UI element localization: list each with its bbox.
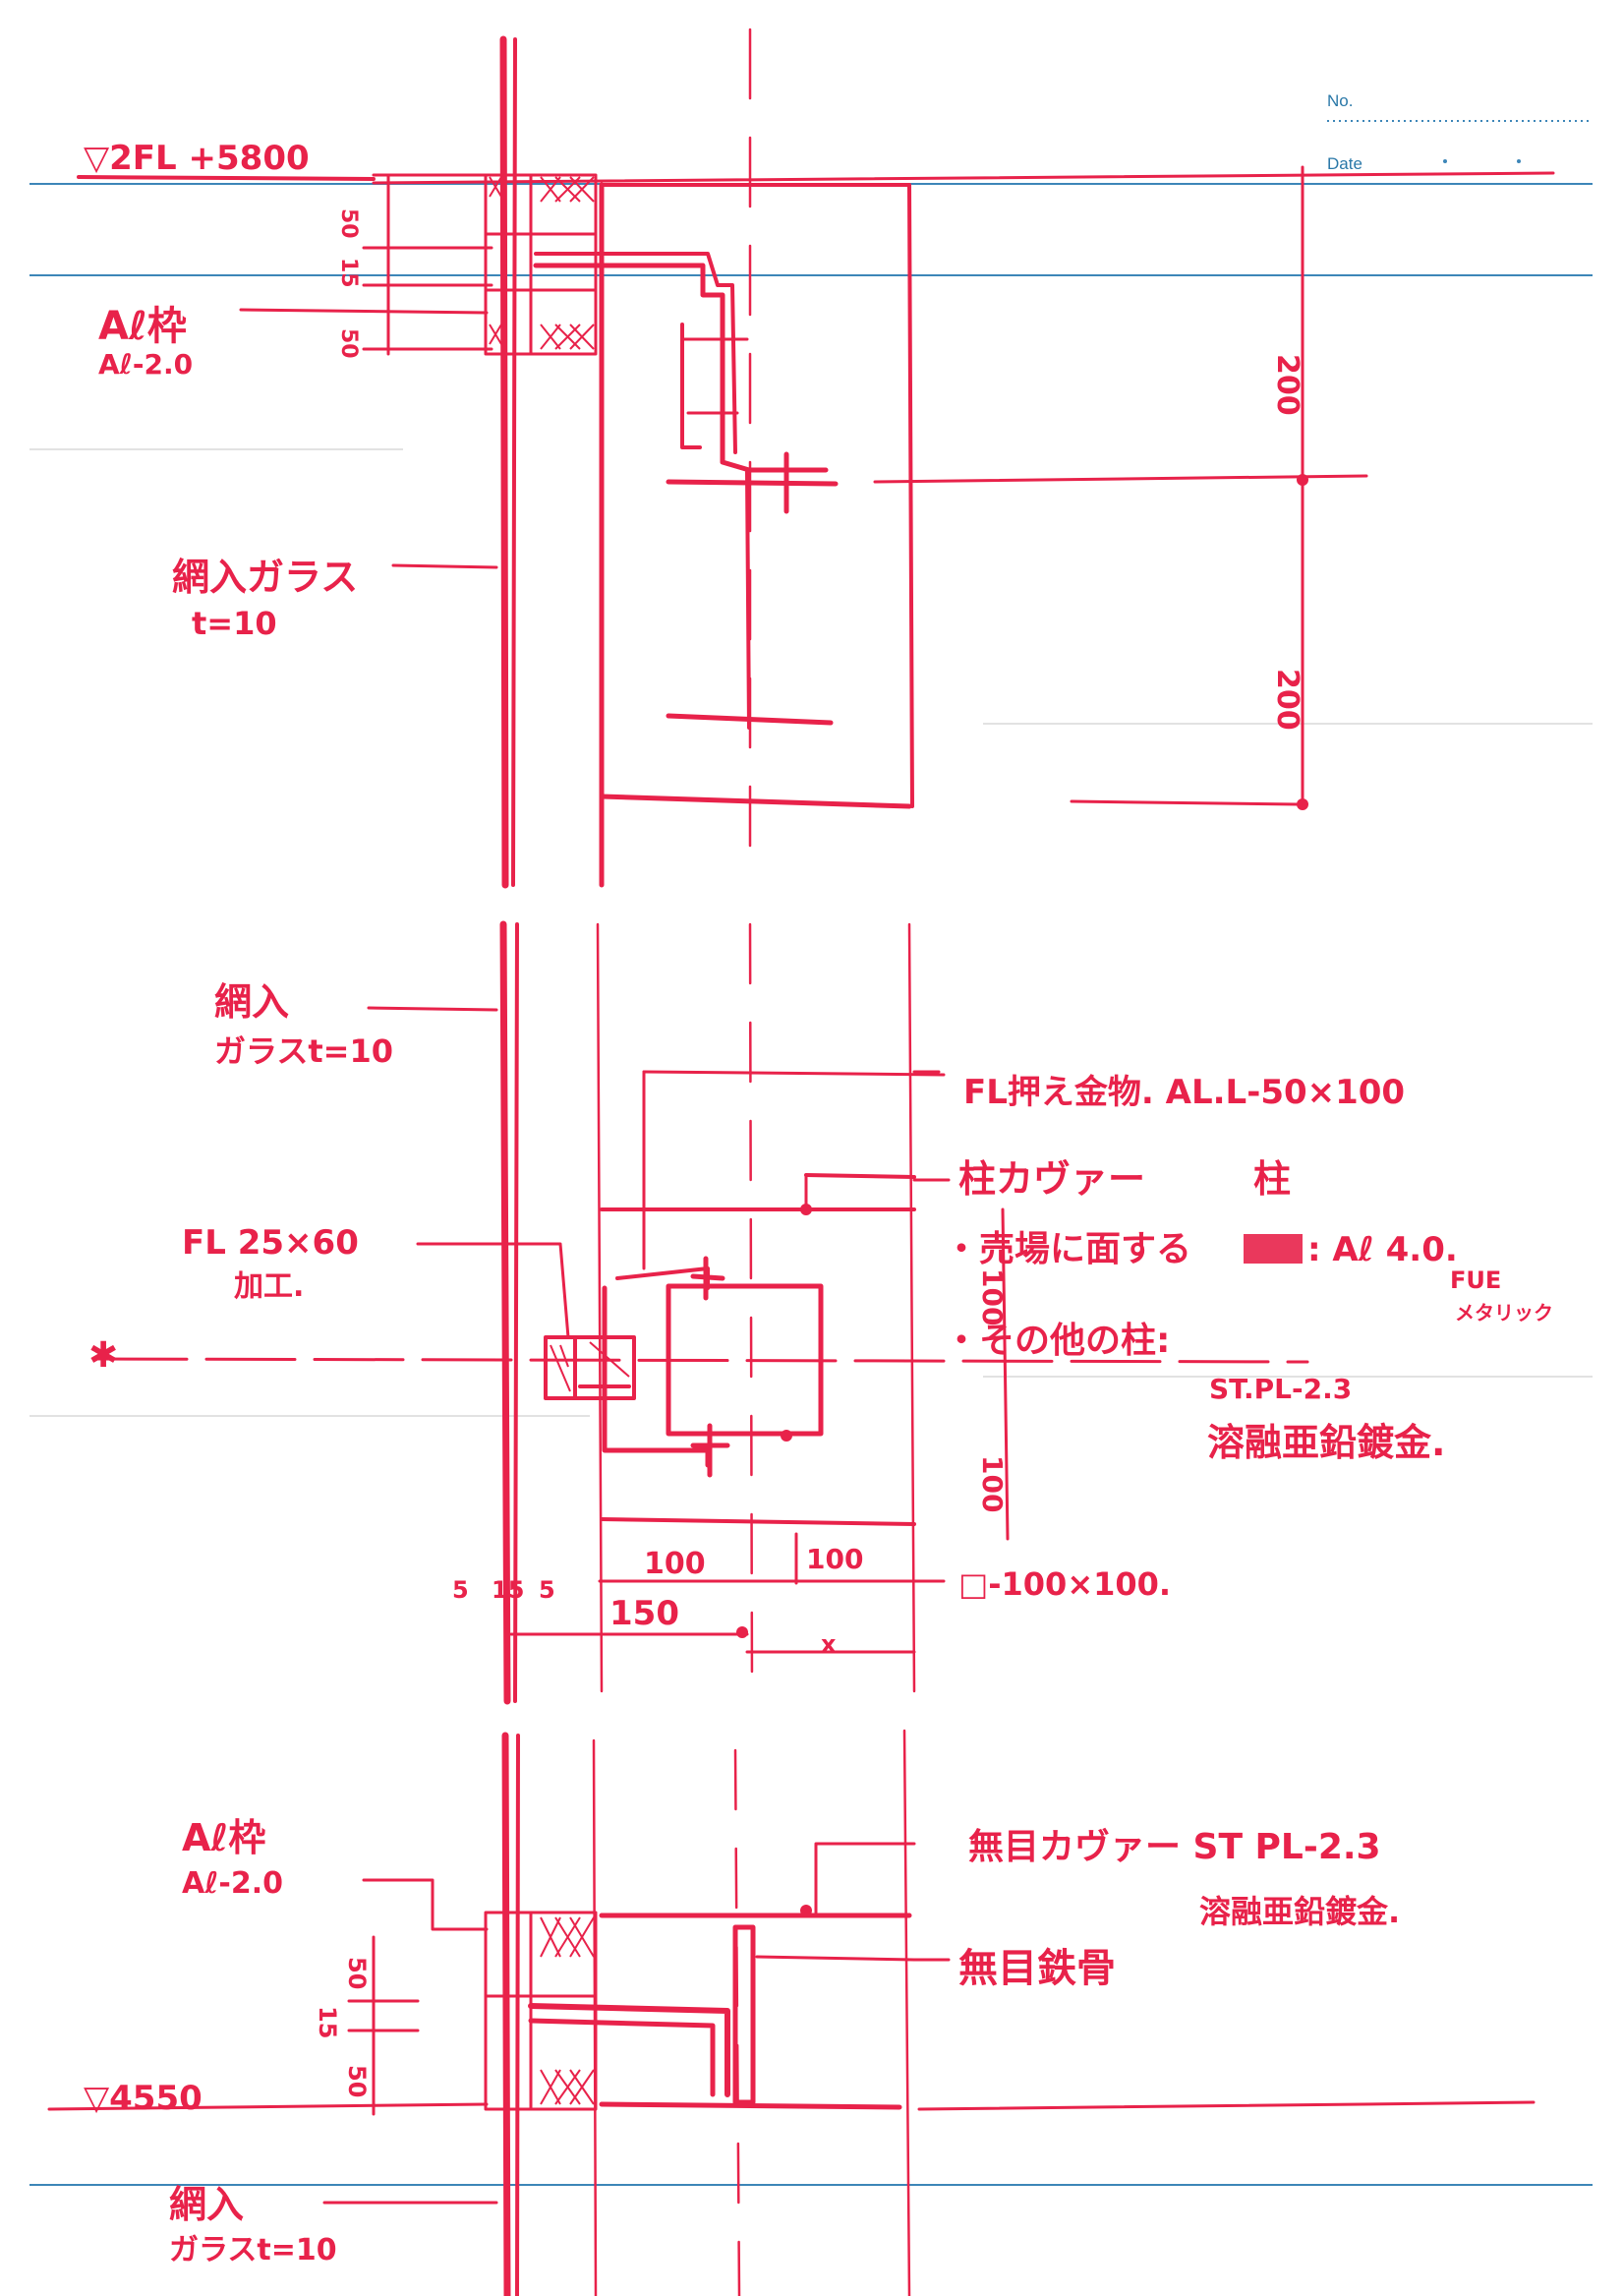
column-cover-label: 柱カヴァー <box>958 1157 1145 1201</box>
st-pl-label: ST.PL-2.3 <box>1209 1373 1352 1405</box>
al-frame-top-sub: Aℓ-2.0 <box>98 348 193 381</box>
wire-glass-2-sub: ガラスt=10 <box>214 1032 393 1070</box>
dim-150: 150 <box>609 1594 679 1633</box>
dimension-chain-middle: 100 100 5 15 5 150 x □-100×100. <box>452 1532 1171 1658</box>
centre-axis <box>592 28 916 2296</box>
dim-top-50a: 50 <box>336 208 361 239</box>
dimension-stack-bottom: 50 15 50 <box>314 1935 420 2116</box>
al-frame-top-label: Aℓ枠 <box>98 304 187 349</box>
dimension-right-top: 200 200 <box>873 165 1368 810</box>
dim-bottom-50a: 50 <box>343 1957 371 1989</box>
labels-bottom-left: Aℓ枠 Aℓ-2.0 網入 ガラスt=10 <box>169 1816 498 2267</box>
top-frame <box>484 173 598 356</box>
column-word-label: 柱 <box>1253 1157 1291 1201</box>
section-line-middle: ✱ <box>88 1335 1309 1376</box>
dim-bottom-15: 15 <box>314 2006 341 2038</box>
fl-plate-sub: 加工. <box>234 1269 304 1304</box>
dim-plate-mid: 15 <box>492 1576 524 1604</box>
column-cover-top <box>533 182 914 888</box>
level-top-label: ▽2FL +5800 <box>84 139 310 178</box>
dimension-right-middle: 100 100 <box>976 1207 1010 1541</box>
dim-column-lower: 100 <box>976 1455 1009 1512</box>
column-note-1-tail: : Aℓ 4.0. <box>1307 1230 1458 1269</box>
dim-bottom-50b: 50 <box>343 2065 371 2097</box>
fl-hardware-label: FL押え金物. AL.L-50×100 <box>963 1073 1405 1112</box>
top-level: ▽2FL +5800 <box>77 139 1555 185</box>
column-note-2: ・その他の柱: <box>944 1321 1170 1361</box>
column-middle <box>544 1070 946 1526</box>
al-frame-bottom-label: Aℓ枠 <box>182 1816 265 1859</box>
sheet-header: No. Date <box>1327 91 1521 173</box>
date-dot <box>1443 159 1447 163</box>
struck-text <box>1244 1234 1303 1264</box>
bottom-frame <box>484 1842 916 2111</box>
dim-top-15: 15 <box>336 258 361 288</box>
labels-middle-right: FL押え金物. AL.L-50×100 柱カヴァー 柱 ・売場に面する : Aℓ… <box>912 1070 1553 1464</box>
date-dot <box>1517 159 1521 163</box>
dimension-stack-top: 50 15 50 <box>336 173 493 359</box>
dim-x: x <box>821 1630 837 1658</box>
date-label: Date <box>1327 154 1362 173</box>
dim-column-upper: 100 <box>976 1268 1009 1325</box>
glazing-mullion-lines <box>499 35 520 2296</box>
wire-glass-1-sub: t=10 <box>192 605 277 642</box>
labels-top-left: Aℓ枠 Aℓ-2.0 網入ガラス t=10 <box>98 304 498 642</box>
galv-1-label: 溶融亜鉛鍍金. <box>1207 1421 1445 1464</box>
level-bottom-label: ▽4550 <box>84 2079 203 2118</box>
fl-plate-label: FL 25×60 <box>182 1223 359 1263</box>
cover-bottom-label: 無目カヴァー ST PL-2.3 <box>968 1827 1381 1867</box>
dim-right-lower: 200 <box>1270 669 1304 731</box>
dim-top-50b: 50 <box>336 328 361 359</box>
dim-plate-left: 5 <box>452 1576 469 1604</box>
no-label: No. <box>1327 91 1353 110</box>
galv-2-label: 溶融亜鉛鍍金. <box>1199 1893 1400 1930</box>
dim-right-upper: 200 <box>1270 354 1304 416</box>
fue-sub-label: メタリック <box>1455 1301 1553 1325</box>
column-note-1: ・売場に面する <box>944 1229 1191 1269</box>
dim-100-a: 100 <box>644 1547 706 1581</box>
wire-glass-3-sub: ガラスt=10 <box>169 2233 337 2267</box>
fue-label: FUE <box>1450 1266 1501 1294</box>
section-mark: ✱ <box>88 1335 118 1376</box>
bottom-level: ▽4550 <box>47 2079 1536 2118</box>
square-pipe-label: □-100×100. <box>958 1565 1171 1603</box>
wire-glass-3-label: 網入 <box>169 2183 244 2226</box>
wire-glass-2-label: 網入 <box>214 980 289 1024</box>
dim-100-b: 100 <box>806 1543 863 1575</box>
labels-middle-left: 網入 ガラスt=10 FL 25×60 加工. <box>182 980 570 1339</box>
dim-plate-right: 5 <box>539 1576 555 1604</box>
al-frame-bottom-sub: Aℓ-2.0 <box>182 1866 283 1901</box>
labels-bottom-right: 無目カヴァー ST PL-2.3 溶融亜鉛鍍金. 無目鉄骨 <box>912 1827 1400 1991</box>
wire-glass-1-label: 網入ガラス <box>172 556 358 599</box>
mullion-steel-label: 無目鉄骨 <box>958 1946 1116 1991</box>
